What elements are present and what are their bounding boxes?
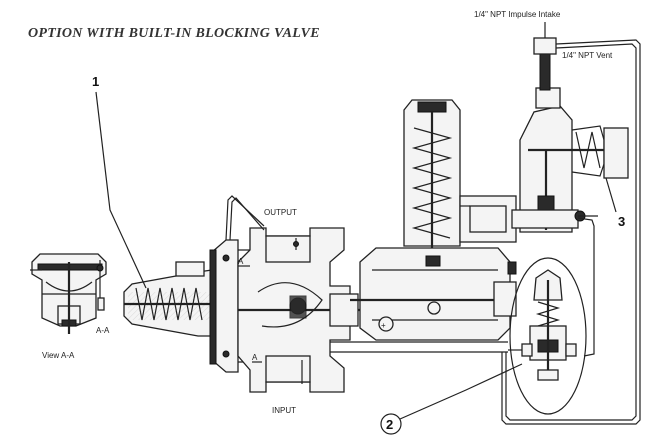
blocking-valve-chamber — [330, 247, 517, 353]
output-label: OUTPUT — [264, 208, 297, 217]
main-diaphragm-casing — [175, 239, 262, 373]
callout-3: 3 — [605, 177, 625, 229]
spring-housing — [123, 269, 213, 337]
section-a-bottom-label: A — [252, 353, 258, 362]
callout-1: 1 — [92, 74, 147, 289]
section-aa-label: A-A — [96, 326, 110, 335]
view-aa-label: View A-A — [42, 351, 75, 360]
upper-pilot — [511, 37, 629, 233]
plus-symbol: + — [381, 321, 386, 330]
impulse-intake-label: 1/4" NPT Impulse Intake — [474, 10, 561, 19]
callout-1-number: 1 — [92, 74, 99, 89]
diagram-title: OPTION WITH BUILT-IN BLOCKING VALVE — [28, 26, 320, 41]
callout-3-number: 3 — [618, 214, 625, 229]
section-a-top-label: A — [238, 257, 244, 266]
vent-label: 1/4" NPT Vent — [562, 51, 613, 60]
valve-body — [237, 227, 360, 393]
input-label: INPUT — [272, 406, 296, 415]
pilot-tower — [403, 99, 517, 300]
impulse-line — [501, 39, 641, 425]
view-aa-detail — [30, 253, 107, 334]
callout-2-number: 2 — [386, 417, 393, 432]
callout-2: 2 — [380, 363, 523, 435]
blocking-valve-detail — [508, 257, 587, 415]
